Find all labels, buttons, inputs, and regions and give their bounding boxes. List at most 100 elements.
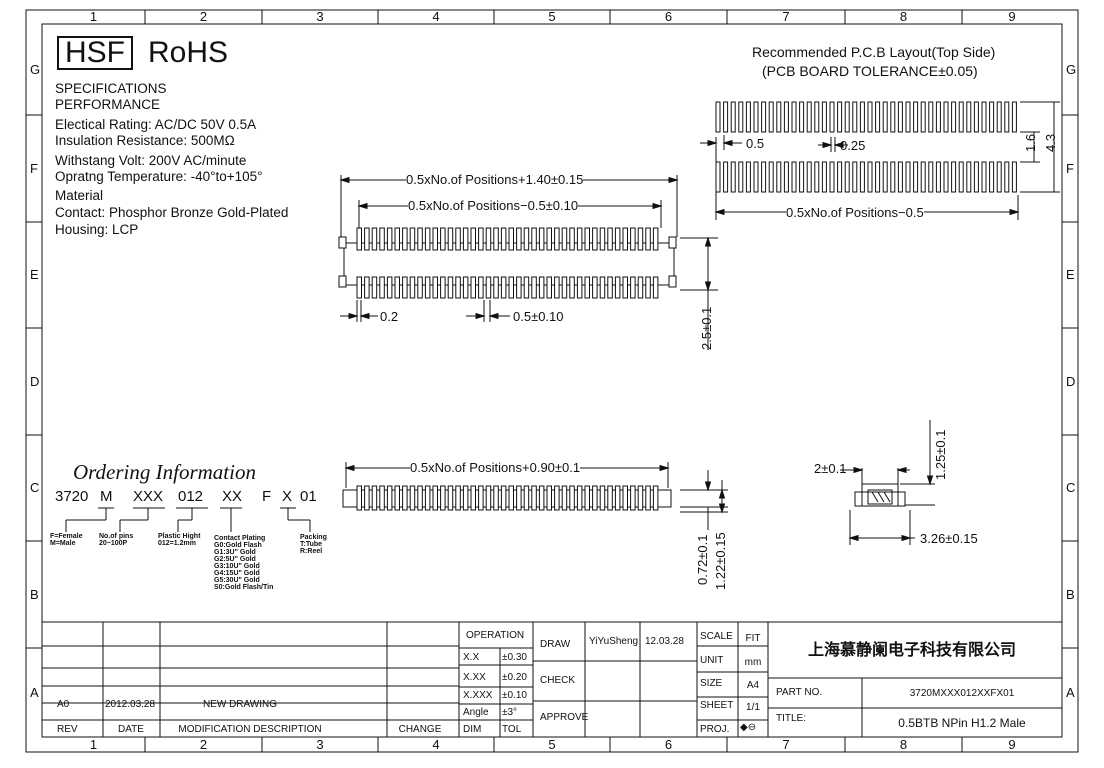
side-pin: [485, 485, 492, 511]
pin: [546, 276, 552, 299]
side-pin: [645, 485, 651, 511]
hsf-logo: HSF: [57, 36, 133, 70]
ordering-packing-line: T:Tube: [300, 541, 323, 548]
pcb-pad: [996, 101, 1002, 133]
row-label-left: E: [30, 267, 39, 282]
arrow-icon: [704, 481, 712, 492]
tolerance-dim: X.XX: [463, 672, 486, 683]
row-label-right: D: [1066, 373, 1076, 389]
pcb-pad: [738, 161, 744, 193]
side-pin: [508, 485, 514, 511]
arrow-icon: [822, 141, 833, 149]
end-tab: [338, 275, 347, 288]
pcb-pad: [761, 161, 767, 193]
side-pin: [569, 485, 575, 511]
pcb-pad: [753, 101, 759, 133]
tolerance-dim: DIM: [463, 724, 482, 735]
side-pin: [516, 485, 522, 511]
pcb-pad: [920, 101, 926, 133]
pcb-pad: [943, 161, 949, 193]
pcb-pad: [829, 101, 835, 133]
column-label-bottom: 4: [432, 737, 440, 752]
pin: [584, 276, 590, 299]
pin: [478, 227, 484, 251]
pin: [576, 227, 583, 251]
arrow-icon: [652, 202, 663, 210]
pcb-pad: [928, 101, 934, 133]
pcb-pad: [989, 101, 995, 133]
pcb-dim-pad: 1.6: [1023, 133, 1038, 152]
operation-label: OPERATION: [466, 630, 525, 641]
arrow-icon: [488, 312, 499, 320]
pin: [432, 276, 438, 299]
pin: [379, 227, 385, 251]
side-dim-h1: 0.72±0.1: [695, 534, 710, 585]
arrow-icon: [339, 176, 350, 184]
check-label: CHECK: [540, 675, 576, 686]
pin: [440, 276, 446, 299]
pin: [409, 276, 416, 299]
tolerance-dim: Angle: [463, 707, 489, 718]
pcb-pad: [981, 161, 987, 193]
pin: [485, 276, 492, 299]
pin: [614, 227, 621, 251]
arrow-icon: [475, 312, 486, 320]
side-pin: [584, 485, 590, 511]
pin: [409, 227, 416, 251]
pcb-pad: [806, 161, 812, 193]
ordering-code-segment: XX: [222, 488, 243, 505]
pcb-pad: [890, 101, 896, 133]
arrow-icon: [896, 466, 907, 474]
description-value: NEW DRAWING: [202, 699, 278, 710]
pin: [432, 227, 438, 251]
pcb-pad: [814, 161, 820, 193]
ordering-gender-line: M=Male: [50, 540, 76, 547]
pcb-pad: [897, 161, 903, 193]
pcb-pad: [783, 161, 789, 193]
side-pin: [440, 485, 446, 511]
side-pin: [409, 485, 416, 511]
date-value: 2012.03.28: [105, 699, 156, 710]
pcb-pad: [958, 101, 964, 133]
pin: [364, 276, 370, 299]
pcb-pad: [852, 161, 858, 193]
row-label-left: D: [30, 373, 40, 389]
pcb-pad: [875, 161, 881, 193]
pcb-pad: [791, 161, 797, 193]
company-name: 上海慕静阑电子科技有限公司: [807, 642, 1017, 659]
part-no-value: 3720MXXX012XXFX01: [909, 688, 1015, 699]
pin: [523, 227, 530, 251]
pcb-title: Recommended P.C.B Layout(Top Side): [752, 44, 996, 60]
pcb-pad: [738, 101, 744, 133]
arrow-icon: [704, 236, 712, 247]
pcb-pad: [783, 101, 789, 133]
pcb-pad: [1011, 101, 1017, 133]
description-header: MODIFICATION DESCRIPTION: [178, 724, 322, 735]
ordering-code-segment: 012: [178, 488, 204, 505]
column-label-bottom: 3: [316, 737, 324, 752]
spec-line: Electical Rating: AC/DC 50V 0.5A: [55, 117, 257, 132]
column-label-top: 7: [782, 9, 790, 24]
top-dim-overall: 0.5xNo.of Positions+1.40±0.15: [406, 172, 584, 187]
pin: [622, 276, 628, 299]
pin: [500, 276, 507, 299]
tolerance-dim: X.X: [463, 652, 480, 663]
pcb-pad: [973, 101, 979, 133]
side-pin: [478, 485, 484, 511]
pin: [614, 276, 621, 299]
title-block-size-label: SIZE: [700, 678, 723, 689]
pin: [386, 227, 393, 251]
pcb-pad: [951, 101, 957, 133]
arrow-icon: [359, 312, 370, 320]
pcb-pad: [829, 161, 835, 193]
draw-label: DRAW: [540, 639, 571, 650]
pcb-pad: [935, 161, 941, 193]
pcb-dim-pitch: 0.5: [746, 136, 765, 151]
pin: [424, 276, 431, 299]
pin: [630, 276, 636, 299]
pin: [576, 276, 583, 299]
arrow-icon: [848, 534, 859, 542]
pcb-pad: [821, 101, 827, 133]
column-label-bottom: 5: [548, 737, 556, 752]
